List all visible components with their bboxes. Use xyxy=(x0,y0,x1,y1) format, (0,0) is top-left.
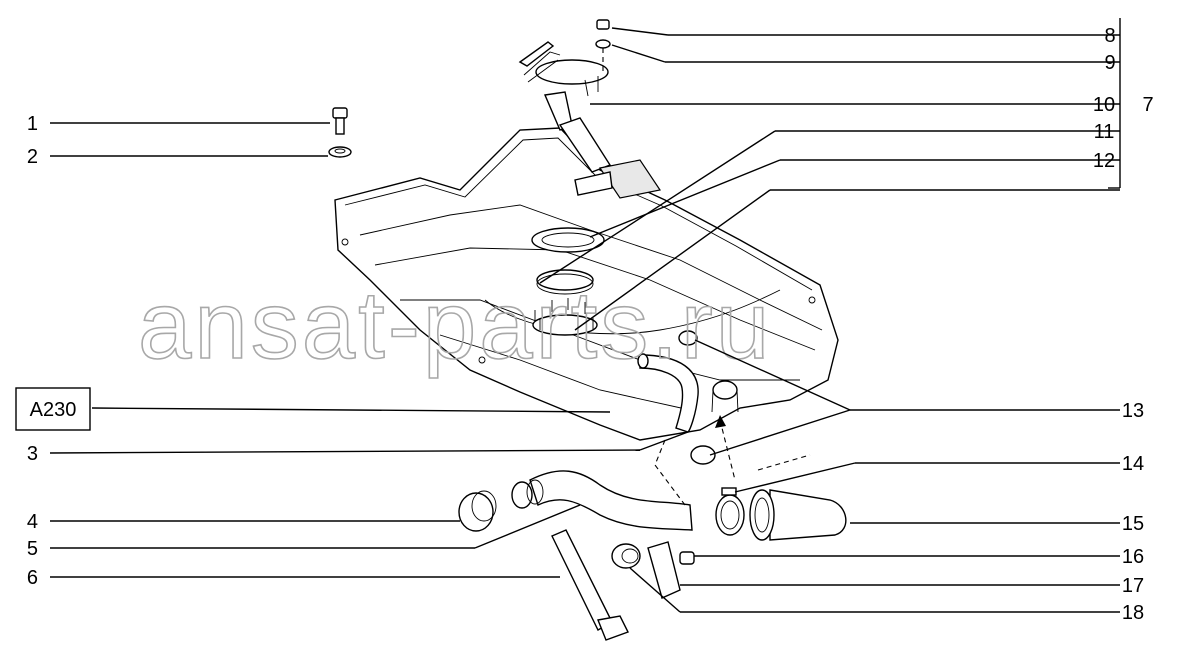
callout-13: 13 xyxy=(1122,400,1144,422)
sleeve-18 xyxy=(611,543,641,569)
nut-16 xyxy=(679,551,695,565)
bracket-17 xyxy=(647,541,681,599)
hose xyxy=(749,489,847,541)
filler-pipe xyxy=(511,470,693,531)
callout-1: 1 xyxy=(27,113,38,135)
clamp-lower xyxy=(715,487,745,536)
callout-3: 3 xyxy=(27,443,38,465)
callout-4: 4 xyxy=(27,511,38,533)
callout-8: 8 xyxy=(1104,25,1115,47)
callout-6: 6 xyxy=(27,567,38,589)
small-washer-part xyxy=(595,39,611,49)
filler-cap xyxy=(458,490,497,532)
callout-12: 12 xyxy=(1093,150,1115,172)
clamp-middle xyxy=(690,445,716,465)
clamp-upper xyxy=(678,330,698,346)
callout-5: 5 xyxy=(27,538,38,560)
nut-part xyxy=(596,19,610,30)
callout-15: 15 xyxy=(1122,513,1144,535)
watermark: ansat-parts.ru xyxy=(138,272,772,379)
strap xyxy=(551,529,629,641)
callout-16: 16 xyxy=(1122,546,1144,568)
callout-18: 18 xyxy=(1122,602,1144,624)
leader-lines xyxy=(49,18,1121,613)
callout-numbers: 1 2 3 4 5 6 7 8 9 10 11 12 13 14 15 16 1… xyxy=(27,25,1154,624)
washer-part xyxy=(328,146,352,158)
code-box-label: A230 xyxy=(30,399,77,421)
callout-2: 2 xyxy=(27,146,38,168)
bolt-part xyxy=(332,107,348,135)
callout-11: 11 xyxy=(1094,121,1115,143)
callout-10: 10 xyxy=(1093,94,1115,116)
fuel-tank xyxy=(334,127,839,441)
callout-17: 17 xyxy=(1122,575,1144,597)
callout-7: 7 xyxy=(1142,94,1153,116)
callout-9: 9 xyxy=(1104,52,1115,74)
callout-14: 14 xyxy=(1122,453,1144,475)
fuel-pump-module xyxy=(518,41,661,199)
code-box: A230 xyxy=(15,387,91,431)
